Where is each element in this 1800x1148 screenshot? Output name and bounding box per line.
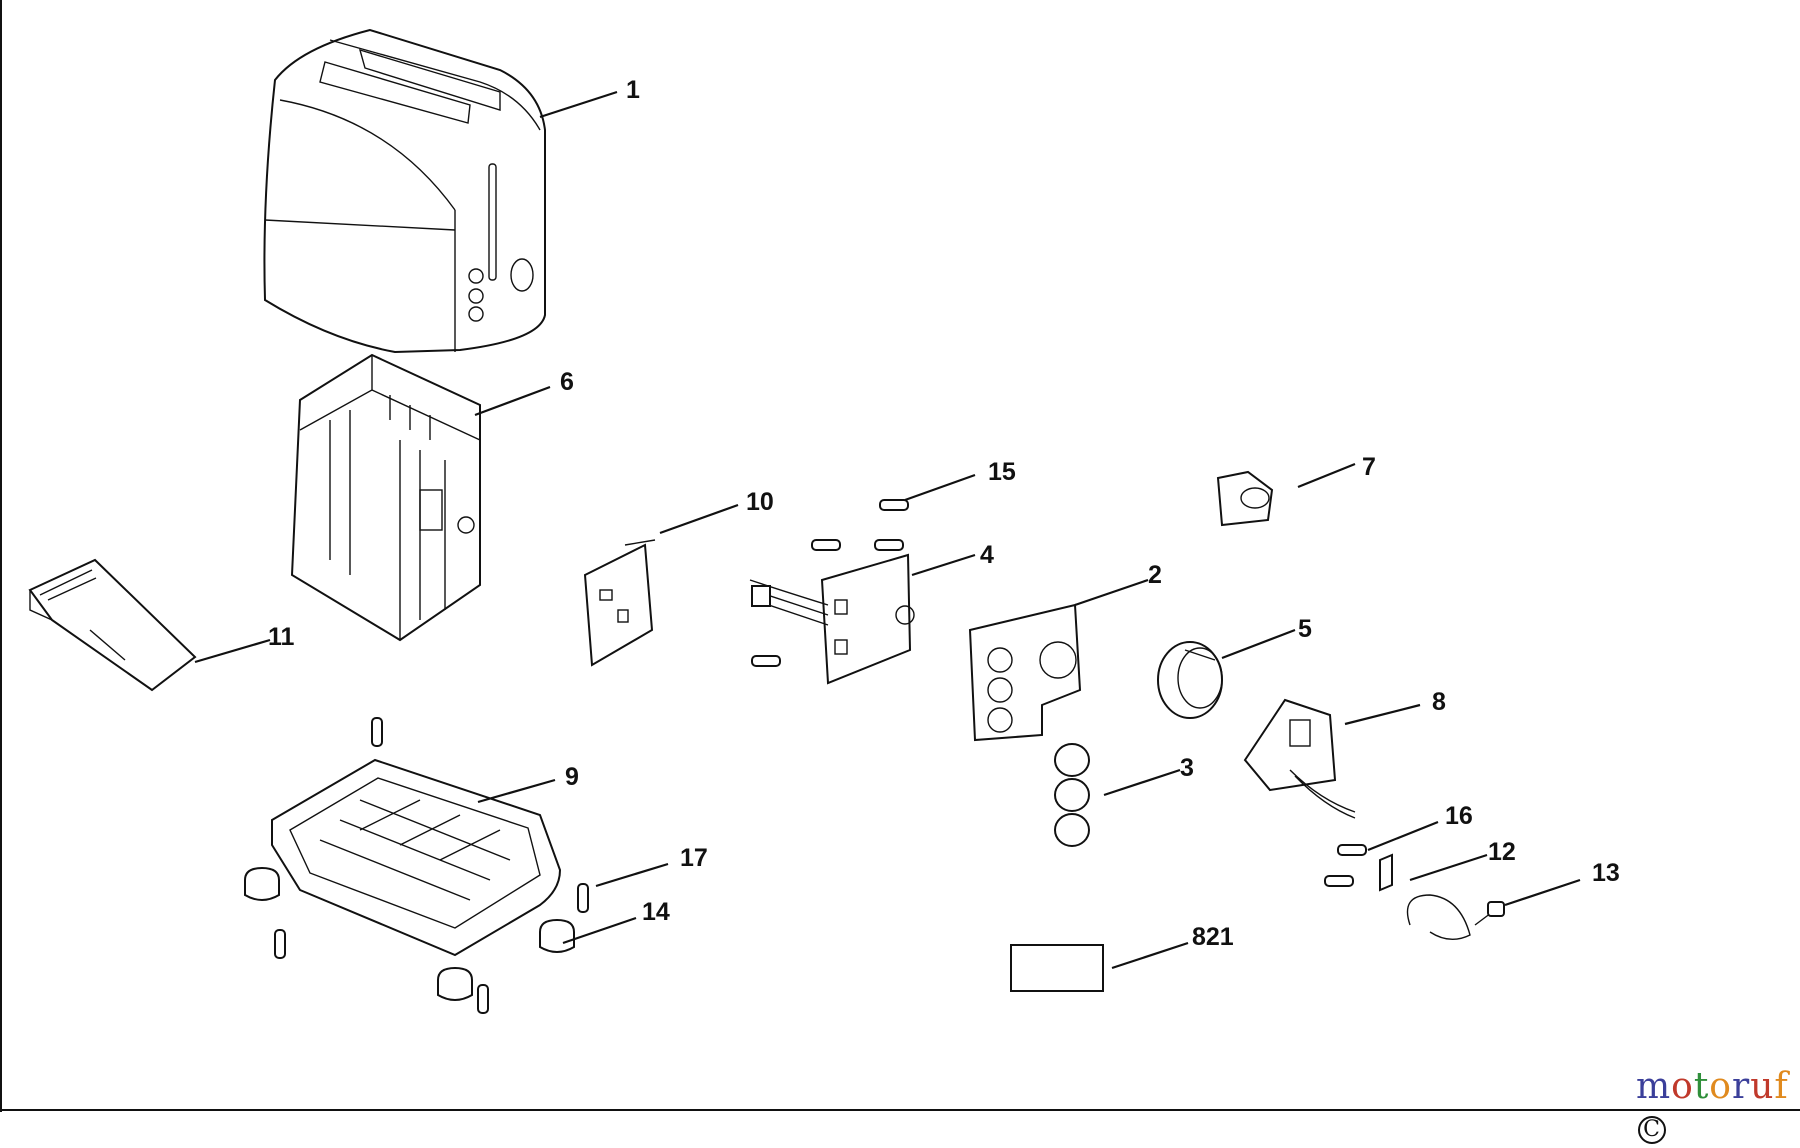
screw-icon: [274, 499, 1367, 1014]
part-12-clip: [1379, 853, 1393, 892]
watermark-letter: o: [1709, 1066, 1732, 1107]
part-7-lever-cap: [1216, 470, 1274, 527]
callout-13: 13: [1592, 859, 1620, 887]
watermark-letter: f: [1774, 1066, 1789, 1107]
watermark-letter: C: [1638, 1116, 1666, 1144]
part-821-label-box: [1010, 944, 1104, 992]
callout-7: 7: [1362, 453, 1376, 481]
leader-lines: [194, 90, 1581, 970]
callout-16: 16: [1445, 802, 1473, 830]
part-13-power-cord: [1406, 894, 1505, 940]
part-2-control-panel: [968, 603, 1082, 742]
callout-821: 821: [1192, 923, 1234, 951]
part-11-crumb-tray: [28, 558, 197, 692]
part-5-knob: [1157, 641, 1223, 719]
part-4-switch-board: [749, 553, 915, 685]
callout-6: 6: [560, 368, 574, 396]
callout-2: 2: [1148, 561, 1162, 589]
callout-15: 15: [988, 458, 1016, 486]
callout-17: 17: [680, 844, 708, 872]
callout-11: 11: [268, 623, 295, 651]
foot-icon: [244, 866, 575, 1001]
callout-8: 8: [1432, 688, 1446, 716]
callout-10: 10: [746, 488, 774, 516]
part-1-housing: [263, 28, 546, 354]
part-8-terminal-block: [1243, 698, 1356, 819]
part-6-chassis: [290, 353, 481, 642]
watermark-letter: o: [1671, 1066, 1694, 1107]
watermark-letter: m: [1636, 1066, 1672, 1107]
callout-9: 9: [565, 763, 579, 791]
part-10-pcb: [583, 539, 656, 667]
watermark-letter: t: [1693, 1066, 1710, 1107]
motoruf-watermark: motorufC: [1636, 1066, 1800, 1148]
callout-14: 14: [642, 898, 670, 926]
callout-labels: 1 2 3 4 5 6 7 8 9 10 11 12 13 14 15 16 1…: [268, 76, 1620, 951]
callout-5: 5: [1298, 615, 1312, 643]
part-9-base: [271, 758, 562, 957]
callout-12: 12: [1488, 838, 1516, 866]
callout-1: 1: [626, 76, 640, 104]
callout-4: 4: [980, 541, 994, 569]
callout-3: 3: [1180, 754, 1194, 782]
part-3-buttons: [1054, 743, 1090, 847]
watermark-letter: r: [1731, 1066, 1751, 1107]
watermark-letter: u: [1750, 1066, 1775, 1107]
